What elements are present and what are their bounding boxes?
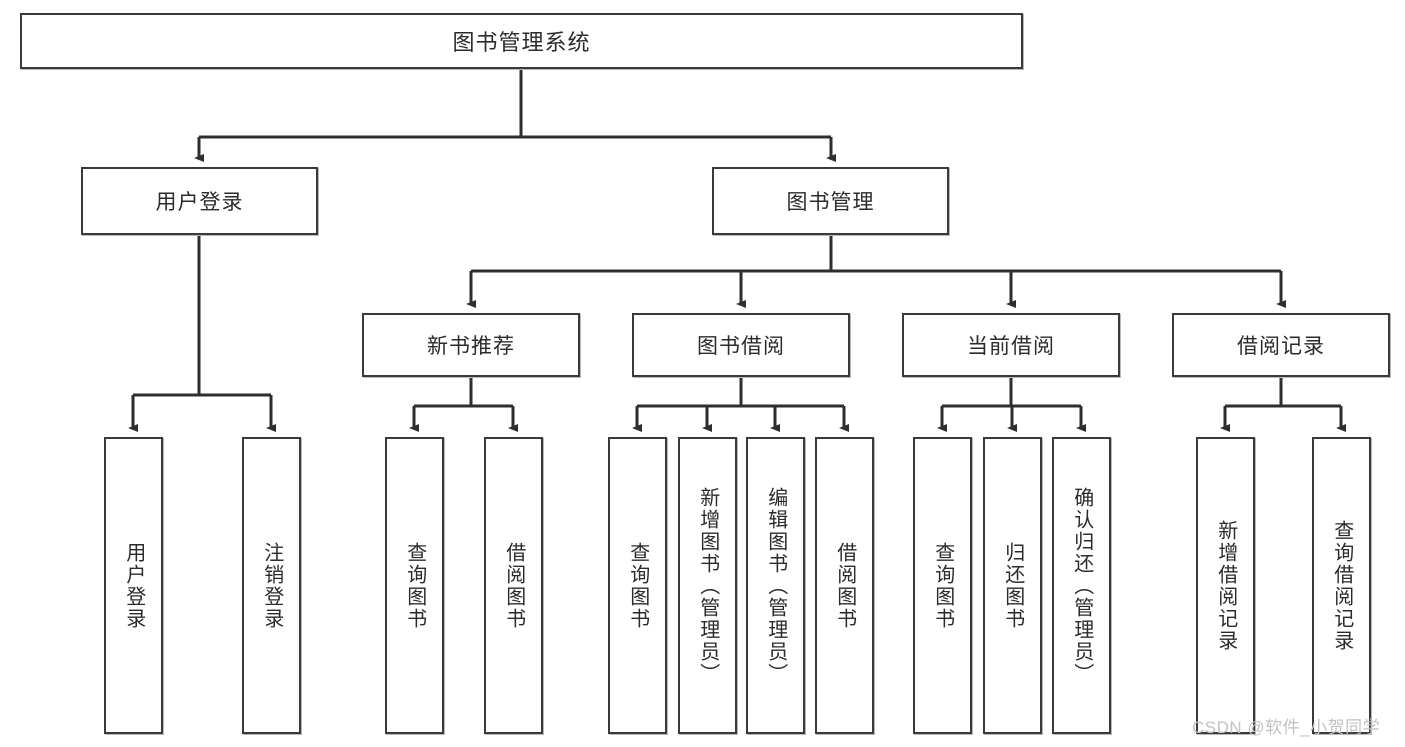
node-leaf-query-borrow-record[interactable]: 查询借阅记录 [1312, 437, 1371, 734]
node-borrow-record[interactable]: 借阅记录 [1172, 313, 1390, 377]
node-current-borrow[interactable]: 当前借阅 [902, 313, 1120, 377]
node-leaf-logout-login[interactable]: 注销登录 [242, 437, 301, 734]
node-leaf-borrow-book-1[interactable]: 借阅图书 [484, 437, 543, 734]
node-leaf-confirm-return-admin[interactable]: 确认归还（管理员） [1052, 437, 1111, 734]
node-user-login[interactable]: 用户登录 [81, 167, 318, 235]
node-book-borrow[interactable]: 图书借阅 [632, 313, 850, 377]
node-leaf-edit-book-admin[interactable]: 编辑图书（管理员） [746, 437, 805, 734]
node-leaf-query-book-2[interactable]: 查询图书 [608, 437, 667, 734]
node-leaf-add-book-admin[interactable]: 新增图书（管理员） [678, 437, 737, 734]
node-book-manage[interactable]: 图书管理 [712, 167, 949, 235]
node-leaf-user-login[interactable]: 用户登录 [104, 437, 163, 734]
node-leaf-borrow-book-2[interactable]: 借阅图书 [815, 437, 874, 734]
node-leaf-query-book-1[interactable]: 查询图书 [385, 437, 444, 734]
watermark-credit: CSDN @软件_小贺同学 [1192, 718, 1381, 737]
node-leaf-add-borrow-record[interactable]: 新增借阅记录 [1196, 437, 1255, 734]
node-leaf-return-book[interactable]: 归还图书 [983, 437, 1042, 734]
node-leaf-query-book-3[interactable]: 查询图书 [913, 437, 972, 734]
node-new-book-recommend[interactable]: 新书推荐 [362, 313, 580, 377]
node-root[interactable]: 图书管理系统 [20, 13, 1023, 69]
